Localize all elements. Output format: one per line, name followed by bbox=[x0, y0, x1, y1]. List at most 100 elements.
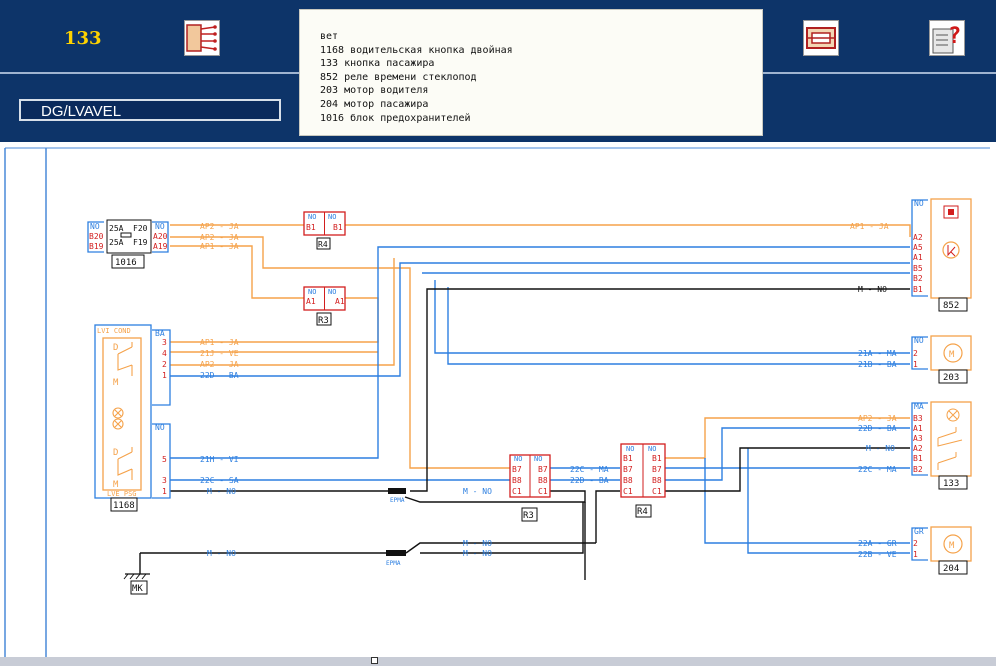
svg-text:A2: A2 bbox=[913, 233, 923, 242]
wire-label: 22C - MA bbox=[858, 465, 897, 474]
wire-label: M - NO bbox=[207, 549, 236, 558]
svg-text:NO: NO bbox=[648, 445, 656, 453]
svg-text:B5: B5 bbox=[913, 264, 923, 273]
wire-label: M - NO bbox=[866, 444, 895, 453]
svg-text:1: 1 bbox=[913, 550, 918, 559]
svg-text:204: 204 bbox=[943, 564, 959, 574]
wire-label: AP1 - JA bbox=[850, 222, 889, 231]
wire-label: AP2 - JA bbox=[858, 414, 897, 423]
svg-text:R3: R3 bbox=[318, 316, 329, 326]
help-icon[interactable]: ? bbox=[929, 20, 965, 56]
svg-text:B8: B8 bbox=[623, 476, 633, 485]
svg-text:D: D bbox=[113, 343, 118, 353]
wire-label: 21H - VI bbox=[200, 455, 239, 464]
component-legend: вет 1168 водительская кнопка двойная 133… bbox=[299, 9, 763, 136]
svg-text:1: 1 bbox=[913, 360, 918, 369]
svg-text:NO: NO bbox=[308, 288, 316, 296]
svg-text:B1: B1 bbox=[913, 285, 923, 294]
connector-r4[interactable]: NO NO B1 B7 B8 C1 B1 B7 B8 C1 R4 bbox=[620, 443, 666, 518]
svg-text:MA: MA bbox=[914, 402, 924, 411]
splice-label: EPMA bbox=[390, 497, 405, 504]
svg-text:3: 3 bbox=[162, 338, 167, 347]
svg-text:25A: 25A bbox=[109, 238, 124, 247]
svg-text:5: 5 bbox=[162, 455, 167, 464]
svg-text:GR: GR bbox=[914, 527, 924, 536]
relay-852[interactable]: NO A2 A5 A1 B5 B2 B1 852 bbox=[911, 198, 972, 312]
wire-label: M - NO bbox=[463, 539, 492, 548]
svg-text:B19: B19 bbox=[89, 242, 104, 251]
connector-r4-top[interactable]: NO NO B1 B1 R4 bbox=[303, 211, 346, 250]
svg-text:B3: B3 bbox=[913, 414, 923, 423]
wire-label: 22D - BA bbox=[200, 371, 239, 380]
svg-text:A1: A1 bbox=[913, 424, 923, 433]
wire-label: AP2 - JA bbox=[200, 360, 239, 369]
svg-text:MK: MK bbox=[132, 584, 143, 594]
connector-r3[interactable]: NO NO B7 B8 C1 B7 B8 C1 R3 bbox=[509, 454, 551, 522]
resize-handle[interactable] bbox=[371, 657, 378, 664]
svg-text:R3: R3 bbox=[523, 511, 534, 521]
svg-text:LVI COND: LVI COND bbox=[97, 327, 131, 335]
wire-label: 22D - BA bbox=[570, 476, 609, 485]
motor-203[interactable]: NO 2 1 M 203 bbox=[911, 335, 972, 384]
legend-line: вет bbox=[320, 31, 339, 42]
wire-label: M - NO bbox=[207, 487, 236, 496]
svg-text:B7: B7 bbox=[623, 465, 633, 474]
motor-204[interactable]: GR 2 1 M 204 bbox=[911, 526, 972, 575]
ground-mk[interactable]: MK bbox=[123, 573, 150, 595]
splice-label: EPMA bbox=[386, 560, 401, 567]
svg-text:NO: NO bbox=[308, 213, 316, 221]
legend-line: 1016 блок предохранителей bbox=[320, 112, 471, 124]
svg-text:R4: R4 bbox=[637, 507, 648, 517]
svg-text:B7: B7 bbox=[512, 465, 522, 474]
fusebox-1016[interactable]: NO B20 B19 25A F20 25A F19 1016 NO A20 A… bbox=[87, 219, 169, 269]
svg-text:B1: B1 bbox=[623, 454, 633, 463]
svg-text:B2: B2 bbox=[913, 465, 923, 474]
wire-label: 22D - BA bbox=[858, 424, 897, 433]
switch-1168[interactable]: LVI COND LVE PSG D M D M 1168 BA 3 4 2 1… bbox=[94, 324, 171, 512]
wire-label: 21J - VE bbox=[200, 349, 239, 358]
connector-r3-top[interactable]: NO NO A1 A1 R3 bbox=[303, 286, 346, 326]
svg-text:2: 2 bbox=[913, 539, 918, 548]
wire-label: AP1 - JA bbox=[200, 338, 239, 347]
svg-text:NO: NO bbox=[914, 336, 924, 345]
splice-epma-2 bbox=[386, 550, 406, 556]
svg-text:B8: B8 bbox=[652, 476, 662, 485]
svg-text:1016: 1016 bbox=[115, 258, 137, 268]
svg-text:F20: F20 bbox=[133, 224, 148, 233]
wiring-diagram: EPMA EPMA NO B20 B19 25A F20 25A F19 101… bbox=[4, 147, 990, 657]
wire-label: 21A - MA bbox=[858, 349, 897, 358]
svg-text:C1: C1 bbox=[623, 487, 633, 496]
legend-line: 852 реле времени стеклопод bbox=[320, 71, 477, 83]
svg-text:B7: B7 bbox=[538, 465, 548, 474]
svg-text:25A: 25A bbox=[109, 224, 124, 233]
svg-text:NO: NO bbox=[328, 213, 336, 221]
svg-text:852: 852 bbox=[943, 301, 959, 311]
svg-text:B20: B20 bbox=[89, 232, 104, 241]
wire-label: AP1 - JA bbox=[200, 242, 239, 251]
status-bar bbox=[0, 657, 996, 666]
svg-text:D: D bbox=[113, 448, 118, 458]
wiring-icon[interactable] bbox=[184, 20, 220, 56]
wire-label: 22A - GR bbox=[858, 539, 897, 548]
svg-text:?: ? bbox=[948, 24, 961, 49]
legend-line: 203 мотор водителя bbox=[320, 85, 429, 97]
svg-text:2: 2 bbox=[913, 349, 918, 358]
wire-label: M - NO bbox=[858, 285, 887, 294]
svg-text:4: 4 bbox=[162, 349, 167, 358]
svg-text:C1: C1 bbox=[652, 487, 662, 496]
wire-label: 22B - VE bbox=[858, 550, 897, 559]
svg-text:A1: A1 bbox=[913, 253, 923, 262]
legend-line: 204 мотор пасажира bbox=[320, 98, 429, 110]
view-label[interactable]: DG/LVAVEL bbox=[19, 99, 281, 121]
svg-text:C1: C1 bbox=[538, 487, 548, 496]
svg-text:133: 133 bbox=[943, 479, 959, 489]
svg-text:B8: B8 bbox=[512, 476, 522, 485]
svg-text:A1: A1 bbox=[306, 297, 316, 306]
svg-text:A2: A2 bbox=[913, 444, 923, 453]
svg-text:1: 1 bbox=[162, 371, 167, 380]
switch-133[interactable]: MA B3 A1 A3 A2 B1 B2 133 bbox=[911, 401, 972, 490]
svg-text:NO: NO bbox=[90, 222, 100, 231]
legend-line: 1168 водительская кнопка двойная bbox=[320, 44, 513, 56]
fuse-icon[interactable] bbox=[803, 20, 839, 56]
svg-text:NO: NO bbox=[155, 222, 165, 231]
